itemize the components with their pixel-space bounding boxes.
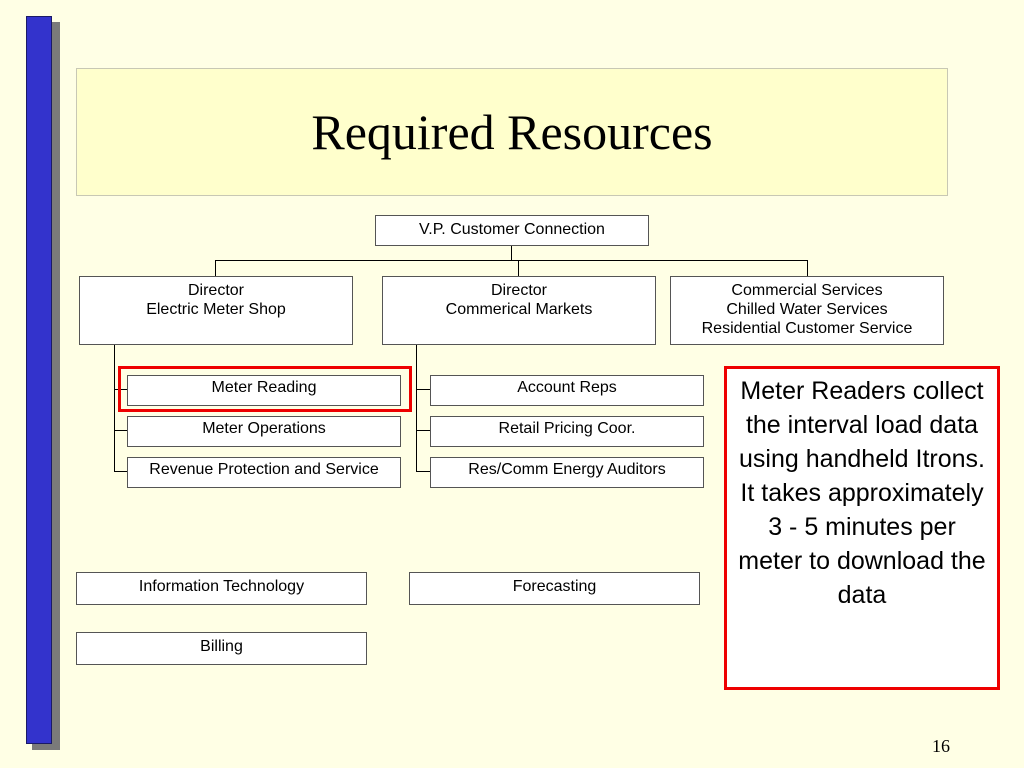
director-department: Commerical Markets — [445, 301, 593, 318]
connector-meter-shop-1 — [114, 389, 128, 390]
director-title: Director — [187, 282, 244, 299]
director-department: Electric Meter Shop — [146, 301, 286, 318]
connector-meter-shop-trunk — [114, 345, 115, 472]
org-box-root: V.P. Customer Connection — [375, 215, 649, 246]
director-title: Director — [490, 282, 547, 299]
connector-director-2 — [518, 260, 519, 276]
org-box-director-markets: Director Commerical Markets — [382, 276, 656, 345]
callout-box — [724, 366, 1000, 690]
page-number: 16 — [932, 736, 950, 756]
org-box-energy-auditors: Res/Comm Energy Auditors — [430, 457, 704, 488]
org-box-revenue-protection: Revenue Protection and Service — [127, 457, 401, 488]
org-box-forecasting: Forecasting — [409, 572, 700, 605]
org-box-director-meter-shop: Director Electric Meter Shop — [79, 276, 353, 345]
org-box-services: Commercial Services Chilled Water Servic… — [670, 276, 944, 345]
connector-meter-shop-3 — [114, 471, 128, 472]
connector-markets-3 — [416, 471, 430, 472]
org-box-information-technology: Information Technology — [76, 572, 367, 605]
connector-director-3 — [807, 260, 808, 276]
connector-meter-shop-2 — [114, 430, 128, 431]
connector-markets-1 — [416, 389, 430, 390]
service-line: Commercial Services — [731, 282, 883, 299]
connector-markets-2 — [416, 430, 430, 431]
service-line: Chilled Water Services — [726, 301, 888, 318]
connector-markets-trunk — [416, 345, 417, 472]
callout-text: Meter Readers collect the interval load … — [738, 377, 986, 609]
connector-director-1 — [215, 260, 216, 276]
org-box-billing: Billing — [76, 632, 367, 665]
side-bar — [26, 16, 52, 744]
connector-director-bus — [215, 260, 808, 261]
title-panel — [76, 68, 948, 196]
meter-reading-highlight — [118, 366, 412, 412]
service-line: Residential Customer Service — [701, 320, 913, 337]
org-box-meter-operations: Meter Operations — [127, 416, 401, 447]
org-box-retail-pricing: Retail Pricing Coor. — [430, 416, 704, 447]
org-box-meter-reading: Meter Reading — [127, 375, 401, 406]
org-box-account-reps: Account Reps — [430, 375, 704, 406]
slide-title: Required Resources — [311, 104, 713, 160]
connector-root-down — [511, 245, 512, 260]
